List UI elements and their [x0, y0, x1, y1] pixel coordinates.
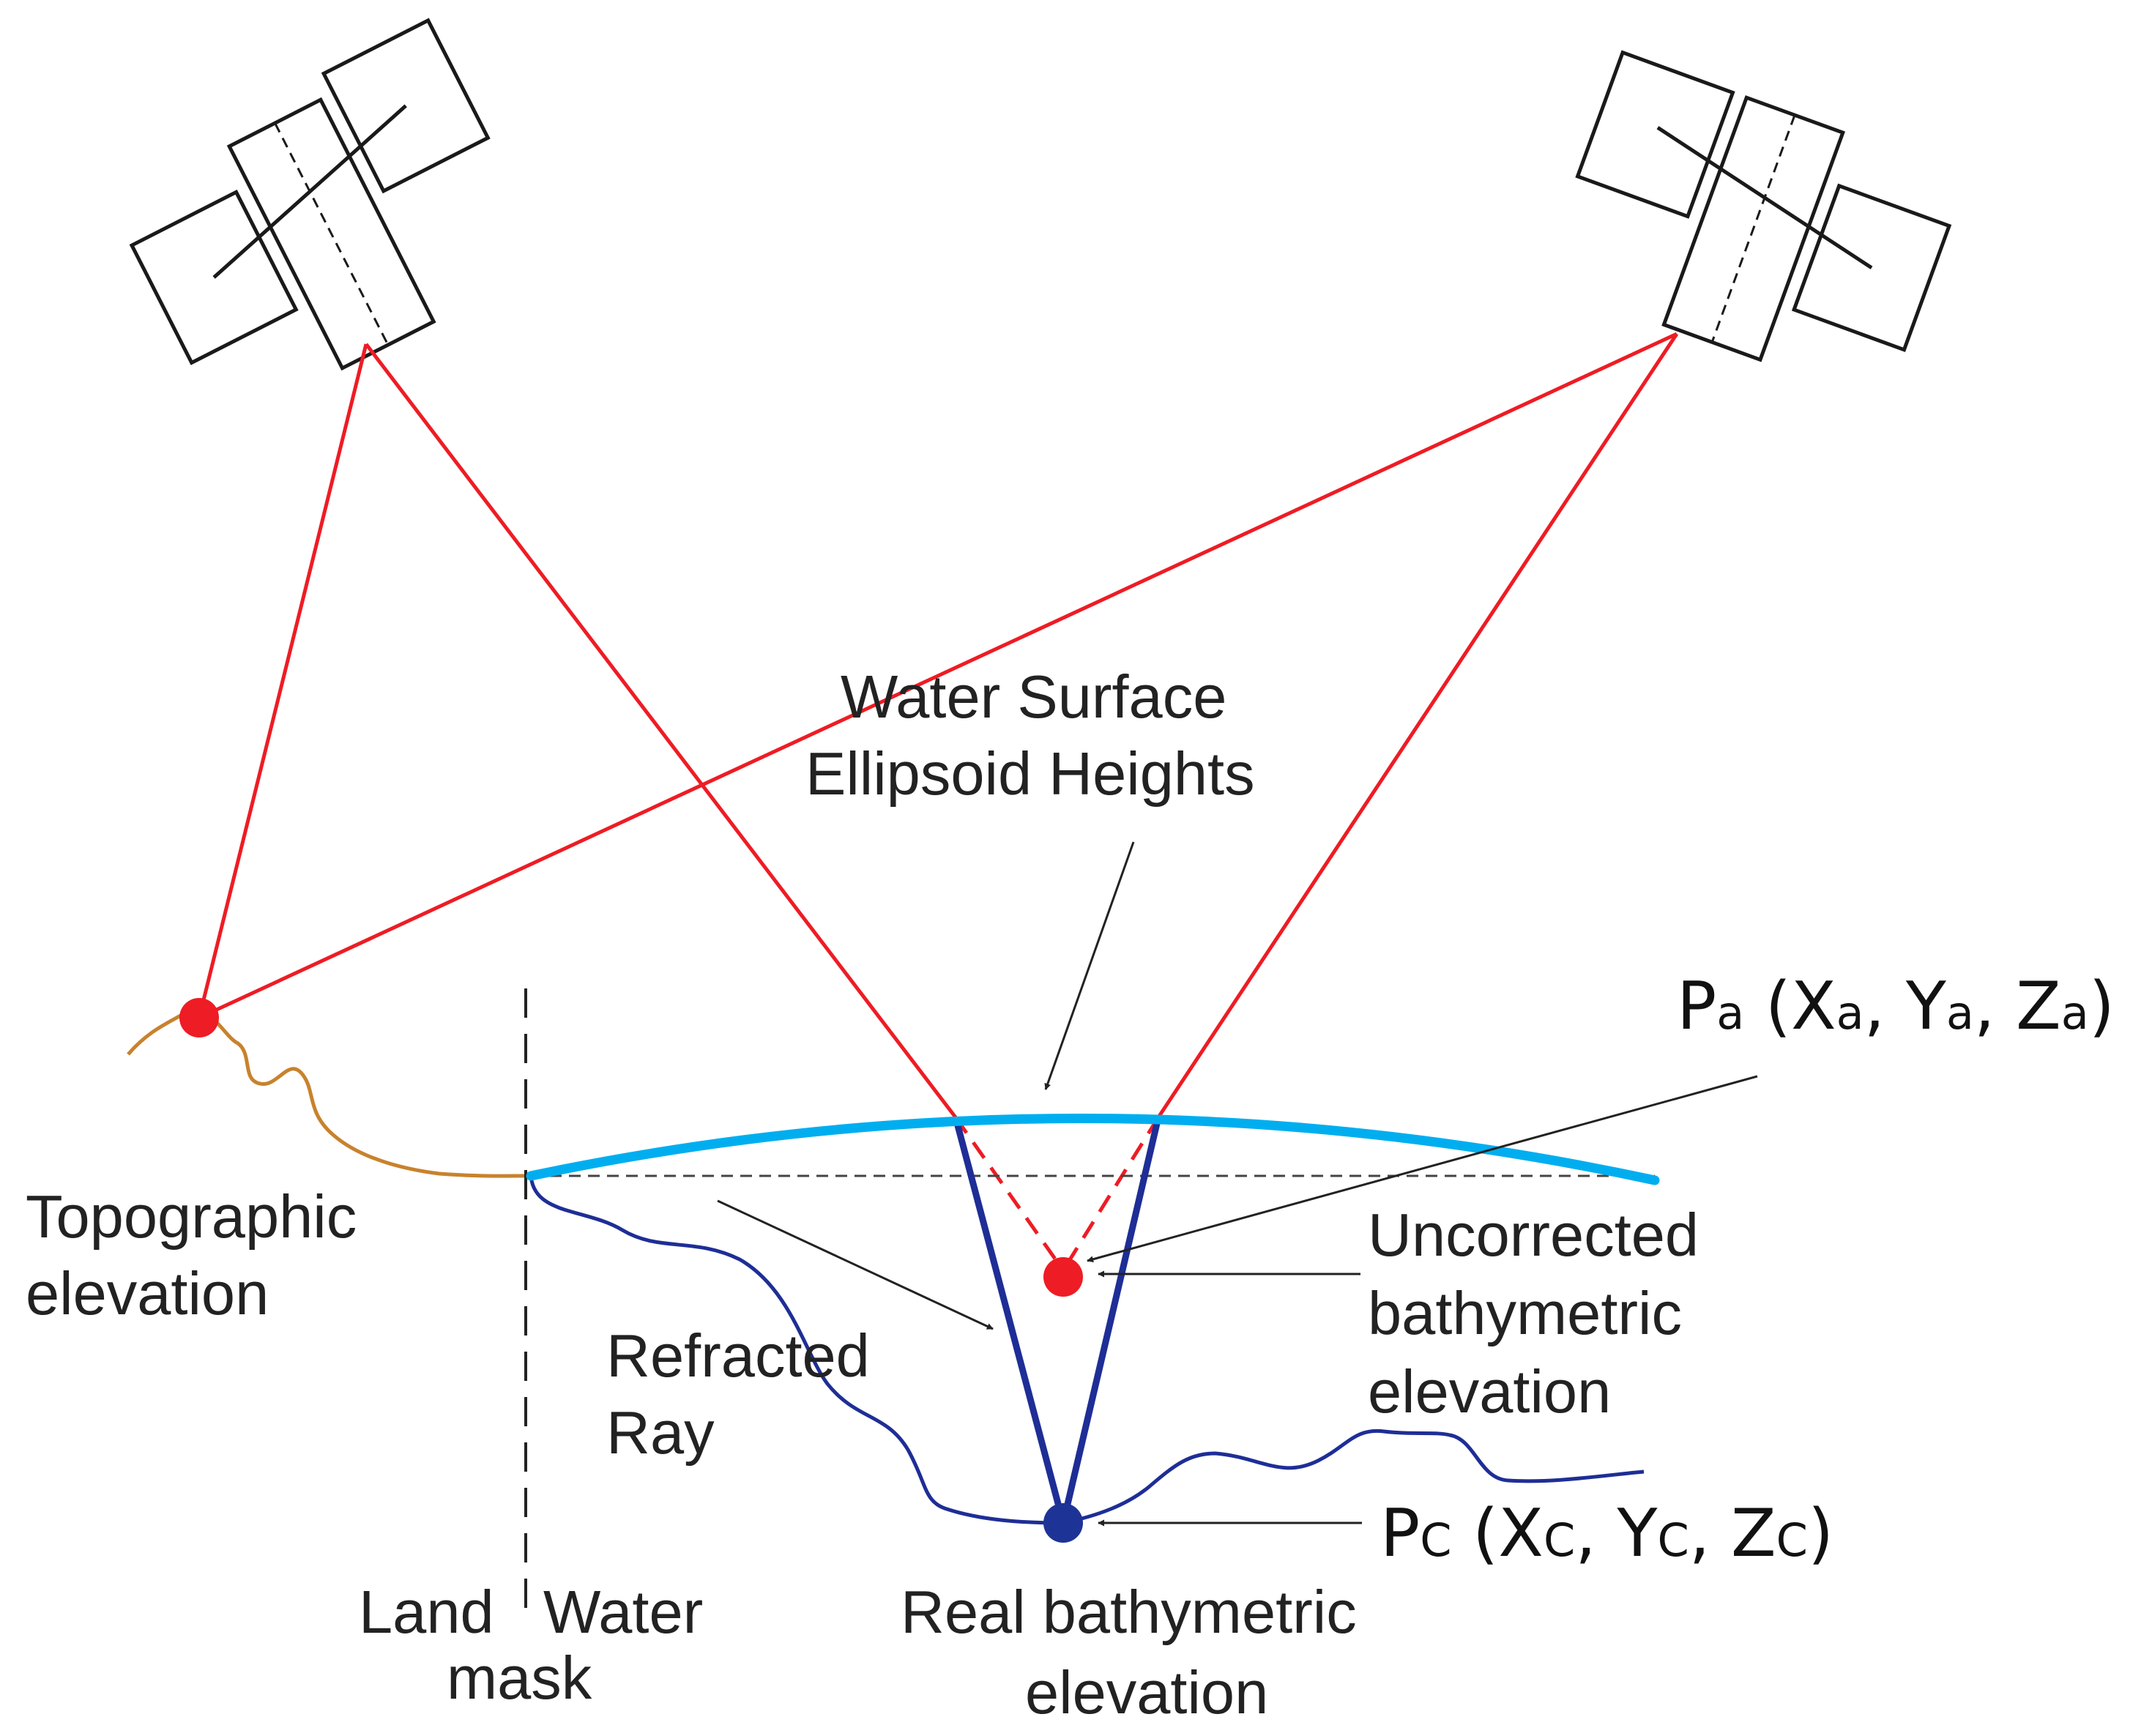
annotation-arrows [717, 841, 1758, 1527]
land-label: Land [359, 1578, 494, 1646]
mask-label: mask [447, 1644, 592, 1712]
uncorrected-rays [953, 1116, 1161, 1272]
water-surface-label: Water Surface [841, 663, 1226, 731]
uncorrected-label: Uncorrected [1368, 1201, 1699, 1269]
point-a-label: Pa (Xa, Ya, Za) [1677, 968, 2115, 1045]
water-surface-label: Ellipsoid Heights [805, 740, 1255, 808]
refracted-rays [952, 1116, 1162, 1524]
ray-right-to-water [1156, 332, 1679, 1119]
satellite-rays [197, 332, 1679, 1119]
real-bathymetric-point [1043, 1503, 1083, 1543]
real-bathymetric-label: Real bathymetric [901, 1578, 1357, 1646]
arrow-pa [1087, 1075, 1758, 1263]
real-bathymetric-label: elevation [1025, 1658, 1268, 1726]
ray-left-to-topo [197, 343, 368, 1018]
ray-right-to-topo [198, 332, 1678, 1020]
refracted-ray-label: Ray [606, 1398, 715, 1467]
topographic-point [179, 998, 219, 1037]
refracted-ray-label: Refracted [606, 1322, 870, 1390]
uncorrected-label: elevation [1368, 1357, 1611, 1426]
topographic-profile [127, 1009, 532, 1178]
topographic-label: elevation [26, 1259, 269, 1327]
arrow-water-surface [1044, 841, 1135, 1090]
point-c-label: PC (XC, YC, ZC) [1380, 1495, 1833, 1572]
uncorrected-label: bathymetric [1368, 1279, 1682, 1347]
water-label: Water [543, 1578, 703, 1646]
satellite-icon [129, 18, 491, 371]
topographic-label: Topographic [26, 1182, 357, 1251]
water-surface [526, 1114, 1660, 1185]
ray-left-to-water [365, 343, 957, 1119]
uncorrected-bathymetric-point [1043, 1257, 1083, 1297]
arrow-refracted-ray [717, 1199, 994, 1330]
satellite-icon [1575, 50, 1952, 362]
